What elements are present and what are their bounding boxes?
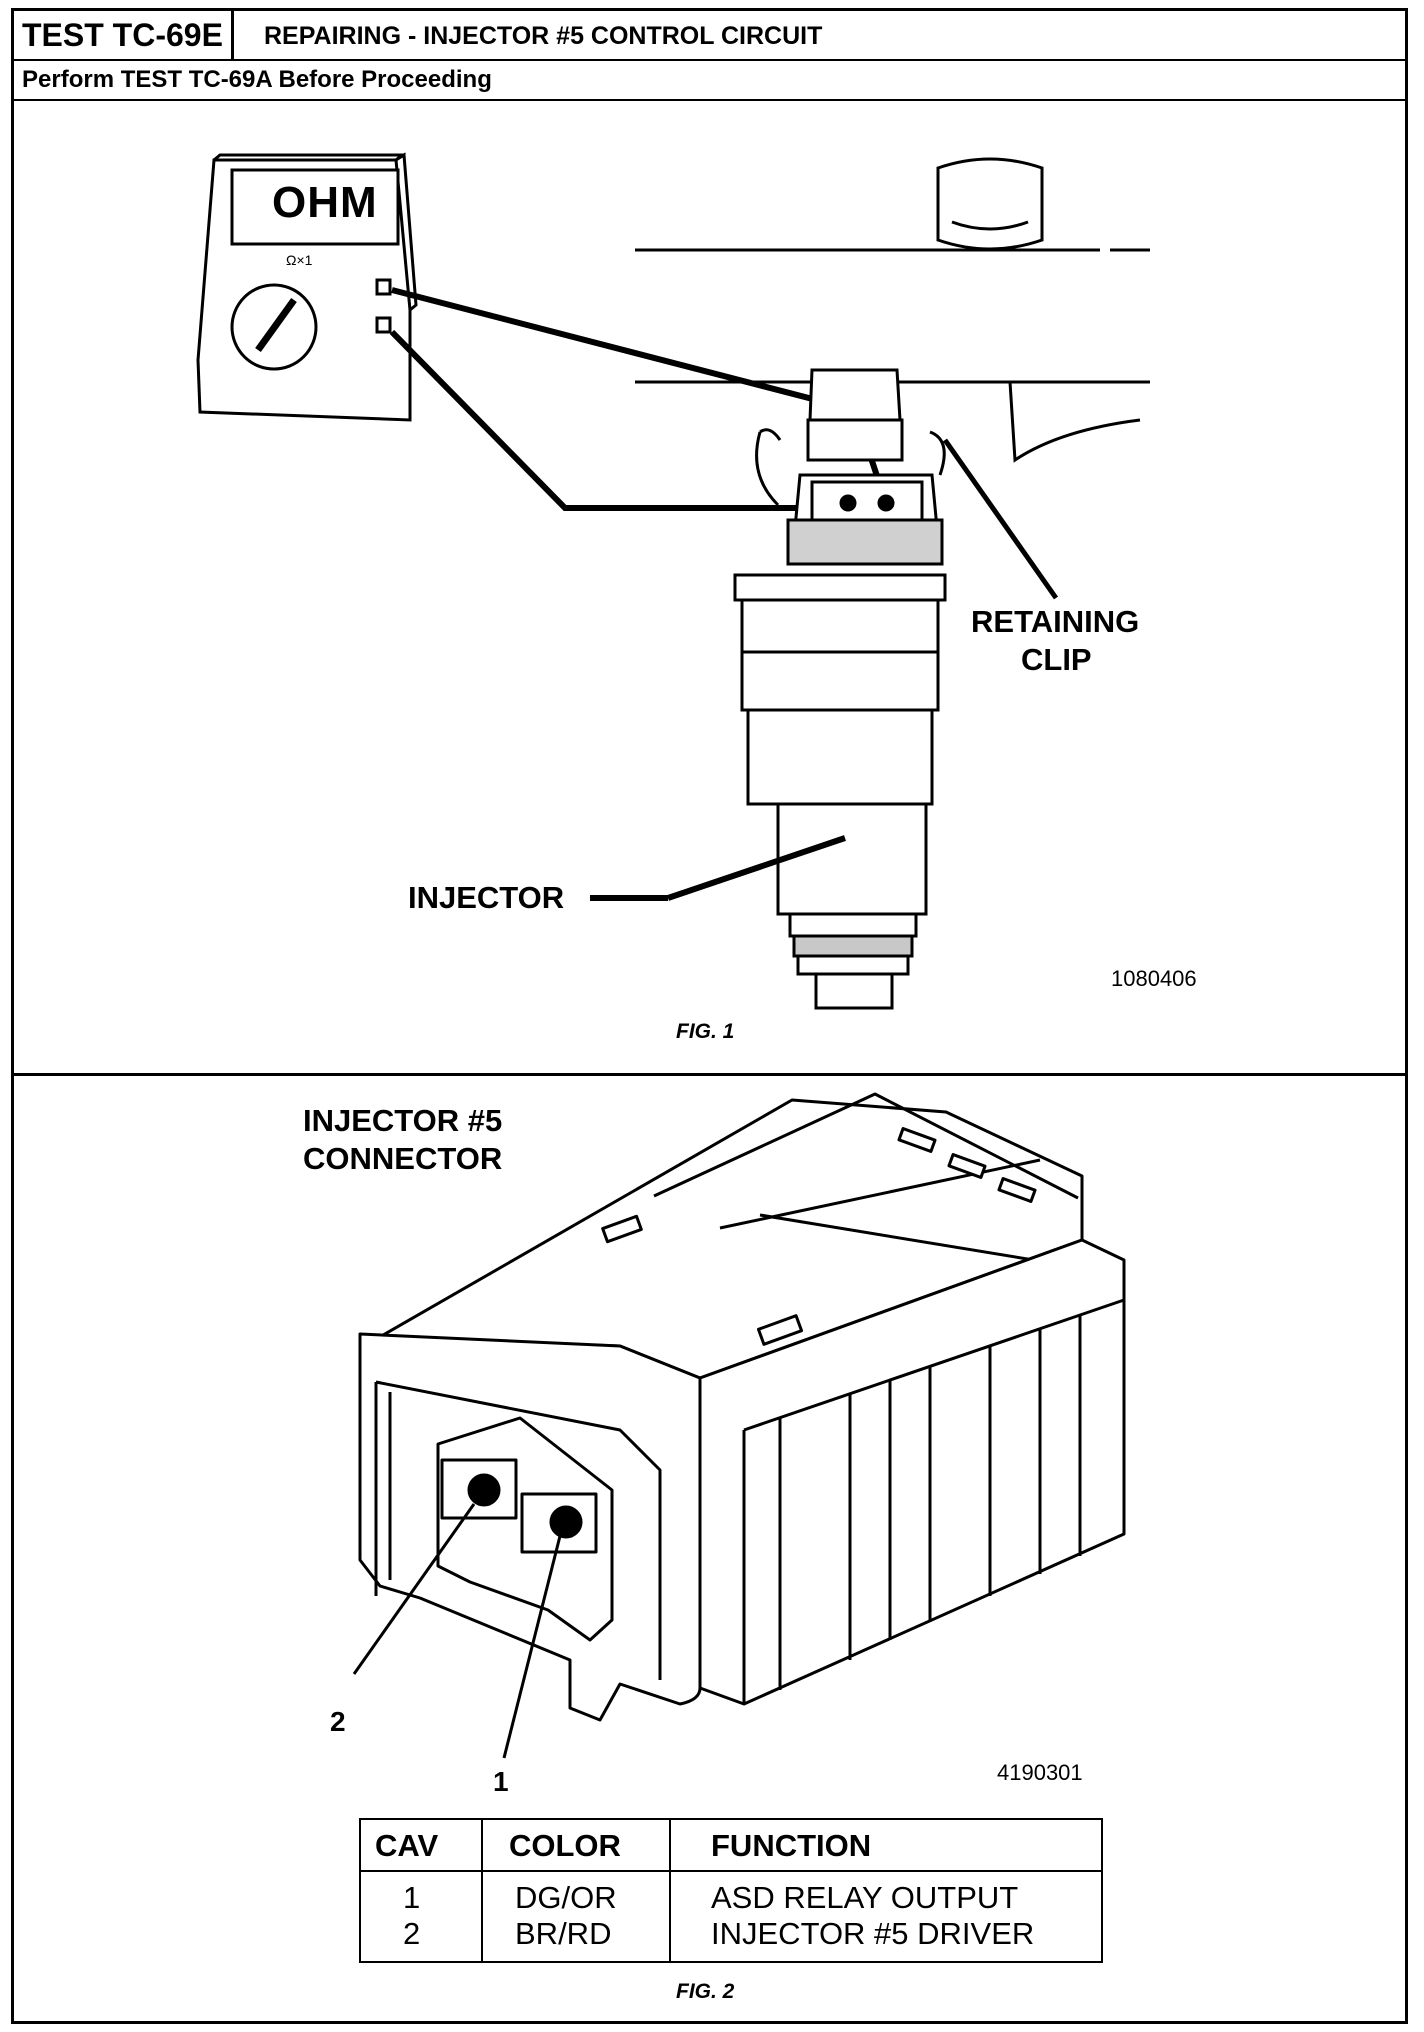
row1-color: DG/OR bbox=[515, 1880, 617, 1915]
label-injector: INJECTOR bbox=[408, 880, 565, 915]
row2-color: BR/RD bbox=[515, 1916, 612, 1951]
page-title: REPAIRING - INJECTOR #5 CONTROL CIRCUIT bbox=[264, 22, 823, 50]
header-color: COLOR bbox=[509, 1828, 621, 1863]
test-id: TEST TC-69E bbox=[14, 11, 234, 59]
header-row: TEST TC-69E REPAIRING - INJECTOR #5 CONT… bbox=[14, 11, 1405, 61]
header-cav: CAV bbox=[375, 1828, 439, 1863]
meter-display: OHM bbox=[272, 178, 378, 227]
figure-divider bbox=[14, 1073, 1405, 1076]
prerequisite-text: Perform TEST TC-69A Before Proceeding bbox=[22, 66, 492, 93]
fig2-title-line1: INJECTOR #5 bbox=[303, 1103, 503, 1138]
table-col-divider bbox=[669, 1820, 671, 1961]
fig2-caption: FIG. 2 bbox=[676, 1980, 735, 2003]
fig2-image-code: 4190301 bbox=[997, 1760, 1083, 1785]
fig1-caption: FIG. 1 bbox=[676, 1020, 735, 1043]
prerequisite-row: Perform TEST TC-69A Before Proceeding bbox=[14, 61, 1405, 101]
fig2-title-line2: CONNECTOR bbox=[303, 1141, 503, 1176]
pin-label-2: 2 bbox=[330, 1706, 346, 1737]
test-page: TEST TC-69E REPAIRING - INJECTOR #5 CONT… bbox=[11, 8, 1408, 2024]
fig1-image-code: 1080406 bbox=[1111, 966, 1197, 991]
table-col-divider bbox=[481, 1820, 483, 1961]
row1-function: ASD RELAY OUTPUT bbox=[711, 1880, 1019, 1915]
meter-range: Ω×1 bbox=[286, 252, 313, 268]
label-retaining-clip-2: CLIP bbox=[1021, 642, 1092, 677]
row1-cav: 1 bbox=[403, 1880, 421, 1915]
header-function: FUNCTION bbox=[711, 1828, 872, 1863]
fig1-illustration bbox=[196, 152, 1150, 1010]
row2-function: INJECTOR #5 DRIVER bbox=[711, 1916, 1035, 1951]
pin-label-1: 1 bbox=[493, 1766, 509, 1797]
row2-cav: 2 bbox=[403, 1916, 421, 1951]
ohmmeter-icon bbox=[196, 152, 418, 422]
cavity-table: CAV COLOR FUNCTION 1 DG/OR ASD RELAY OUT… bbox=[359, 1818, 1103, 1963]
table-header-row bbox=[361, 1820, 1101, 1872]
label-retaining-clip-1: RETAINING bbox=[971, 604, 1140, 639]
